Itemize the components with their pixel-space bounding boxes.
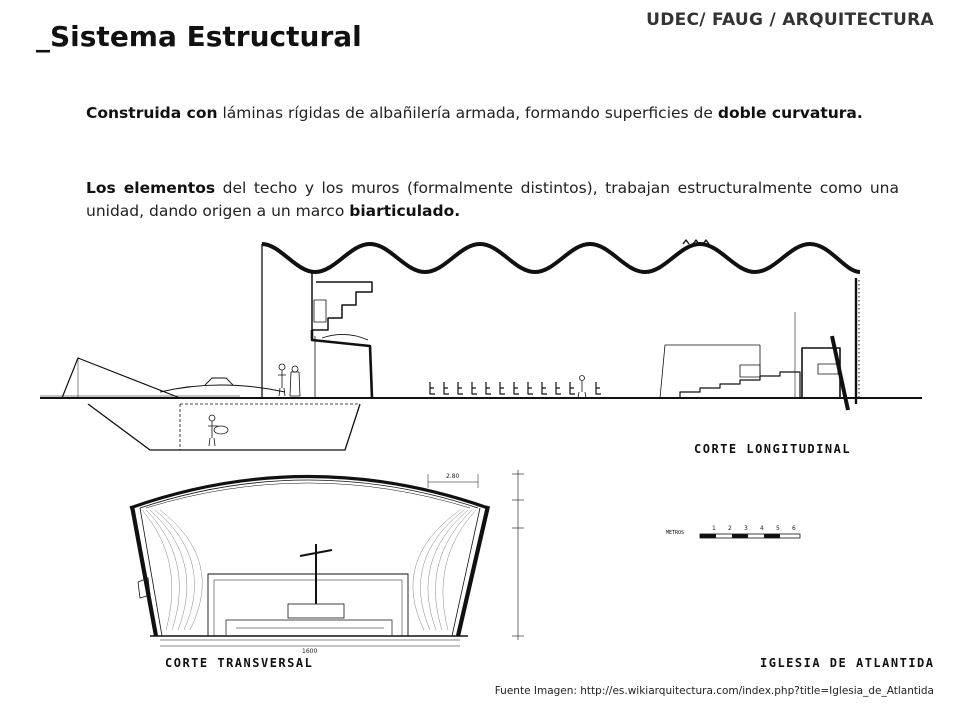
scale-number: 6	[792, 525, 796, 532]
scale-number: 5	[776, 525, 780, 532]
scale-number: 3	[744, 525, 748, 532]
scale-number: 1	[712, 525, 716, 532]
scale-number: 2	[728, 525, 732, 532]
longitudinal-section	[40, 239, 922, 451]
paragraph-bold-start: Construida con	[86, 104, 218, 122]
paragraph-construction: Construida con láminas rígidas de albañi…	[86, 102, 899, 125]
image-source: Fuente Imagen: http://es.wikiarquitectur…	[494, 685, 934, 697]
paragraph-text: láminas rígidas de albañilería armada, f…	[217, 104, 718, 122]
dimension-top: 2.80	[446, 473, 460, 480]
paragraph-text: del techo y los muros (formalmente disti…	[86, 179, 900, 220]
label-longitudinal-section: CORTE LONGITUDINAL	[694, 442, 852, 456]
dimension-bottom: 1600	[302, 648, 318, 655]
label-church-name: IGLESIA DE ATLANTIDA	[760, 656, 935, 670]
paragraph-bold-end: doble curvatura.	[717, 104, 863, 122]
page-title: _Sistema Estructural	[36, 20, 362, 53]
paragraph-bold-end: biarticulado.	[349, 202, 461, 220]
scale-number: 4	[760, 525, 764, 532]
transversal-section	[129, 470, 524, 647]
paragraph-bold-start: Los elementos	[86, 179, 216, 197]
label-transversal-section: CORTE TRANSVERSAL	[165, 656, 314, 670]
paragraph-elements: Los elementos del techo y los muros (for…	[86, 177, 899, 223]
org-header: UDEC/ FAUG / ARQUITECTURA	[646, 10, 934, 30]
scale-bar	[699, 533, 801, 539]
scale-label: METROS	[666, 530, 685, 536]
